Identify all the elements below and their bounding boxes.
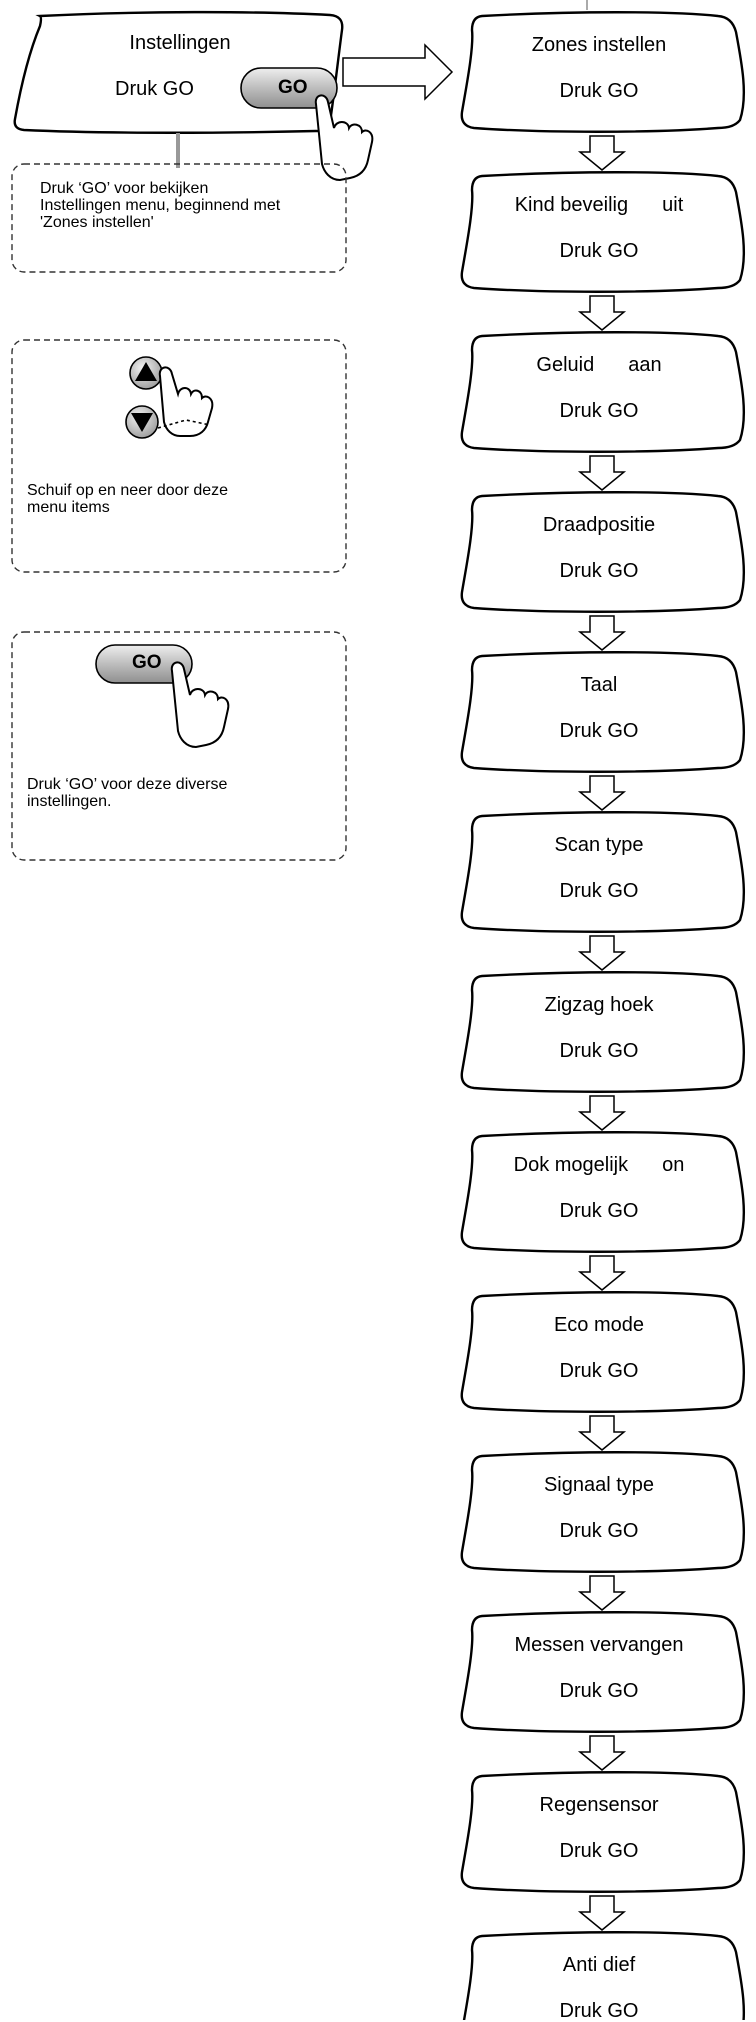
menu-item-title: Regensensor [462,1794,736,1816]
menu-item-title: Anti dief [462,1954,736,1976]
note-text: Druk ‘GO’ voor deze diverse instellingen… [27,776,228,810]
hollow-arrow-down [577,1415,627,1451]
menu-item-title: Eco mode [462,1314,736,1336]
menu-item-title: Zigzag hoek [462,994,736,1016]
menu-item-label: Regensensor [539,1794,659,1816]
menu-item-box [460,811,745,933]
menu-item-label: Zones instellen [531,34,667,56]
menu-item-action: Druk GO [559,240,639,262]
hand-pointer-icon [314,94,374,182]
note-box [11,163,347,273]
menu-item-label: Zigzag hoek [544,994,654,1016]
menu-flow [460,11,745,2020]
go-button-label: GO [132,652,162,673]
hollow-arrow-down [577,135,627,171]
menu-item-value: on [662,1154,685,1176]
start-box-action: Druk GO [115,78,194,100]
menu-item-box [460,171,745,293]
menu-item-action: Druk GO [559,880,639,902]
arrow-up-button-icon [129,356,163,390]
go-button-icon [95,644,193,684]
menu-item-label: Kind beveilig [514,194,629,216]
menu-item-action: Druk GO [559,1520,639,1542]
hollow-arrow-down [577,1095,627,1131]
menu-item-label: Signaal type [543,1474,655,1496]
arrow-down-button-icon [125,405,159,439]
menu-item-action: Druk GO [559,2000,639,2022]
menu-item-title: Signaal type [462,1474,736,1496]
hollow-arrow-down [577,615,627,651]
menu-item-title: Zones instellen [462,34,736,56]
hollow-arrow-down [577,935,627,971]
menu-item-title: Scan type [462,834,736,856]
menu-item-action: Druk GO [559,560,639,582]
menu-item-action: Druk GO [559,1360,639,1382]
menu-item-label: Scan type [554,834,644,856]
menu-item-label: Draadpositie [542,514,656,536]
menu-item-value: uit [662,194,684,216]
menu-item-box [460,1611,745,1733]
menu-item-action: Druk GO [559,1840,639,1862]
menu-item-label: Messen vervangen [514,1634,684,1656]
menu-item-box [460,1451,745,1573]
hollow-arrow-down [577,1735,627,1771]
menu-item-action: Druk GO [559,1680,639,1702]
hollow-arrow-down [577,1575,627,1611]
go-button[interactable] [240,67,338,109]
menu-item-action: Druk GO [559,400,639,422]
menu-item-title: Kind beveilig uit [462,194,736,216]
menu-item-label: Anti dief [562,1954,636,1976]
hollow-arrow-down [577,295,627,331]
menu-item-box [460,1771,745,1893]
menu-item-box [460,491,745,613]
menu-item-box [462,1931,745,2020]
menu-item-label: Taal [580,674,618,696]
hand-pointer-icon [170,661,230,749]
note-text: Schuif op en neer door deze menu items [27,482,229,516]
menu-item-box [460,651,745,773]
note-box [11,631,347,861]
menu-item-value: aan [628,354,662,376]
menu-item-action: Druk GO [559,1200,639,1222]
hollow-arrow-right [342,43,454,101]
note-box [11,339,347,573]
menu-item-action: Druk GO [559,720,639,742]
menu-item-action: Druk GO [559,80,639,102]
menu-item-box [460,971,745,1093]
menu-item-label: Eco mode [553,1314,645,1336]
start-box-title: Instellingen [129,32,231,54]
hollow-arrow-down [577,775,627,811]
menu-item-label: Dok mogelijk [513,1154,629,1176]
menu-item-title: Draadpositie [462,514,736,536]
hollow-arrow-down [577,455,627,491]
menu-item-box [460,1131,745,1253]
menu-item-action: Druk GO [559,1040,639,1062]
hollow-arrow-down [577,1255,627,1291]
hand-pointer-icon [158,366,214,437]
menu-item-title: Geluid aan [462,354,736,376]
menu-item-box [460,331,745,453]
hollow-arrow-down [577,1895,627,1931]
menu-item-label: Geluid [536,354,595,376]
note-text: Druk ‘GO’ voor bekijken Instellingen men… [40,180,281,231]
menu-item-title: Dok mogelijk on [462,1154,736,1176]
menu-item-box [460,11,745,133]
menu-item-title: Messen vervangen [462,1634,736,1656]
menu-item-title: Taal [462,674,736,696]
menu-item-box [460,1291,745,1413]
go-button-label[interactable]: GO [278,77,308,98]
